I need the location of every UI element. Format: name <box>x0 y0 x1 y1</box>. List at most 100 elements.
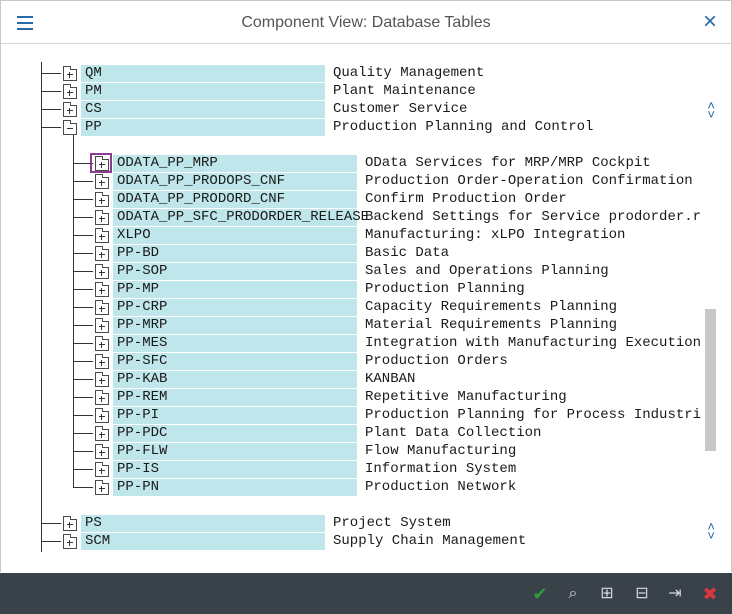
expand-folder-icon[interactable] <box>63 84 77 99</box>
node-description: Supply Chain Management <box>333 533 527 549</box>
node-description: Confirm Production Order <box>365 191 567 207</box>
tree-line <box>73 163 93 164</box>
tree-line <box>41 91 61 92</box>
node-description: Quality Management <box>333 65 485 81</box>
expand-folder-icon[interactable] <box>95 174 109 189</box>
node-key: PP-FLW <box>113 443 357 460</box>
collapse-folder-icon[interactable] <box>63 120 77 135</box>
vertical-scrollbar-thumb[interactable] <box>705 309 716 451</box>
hamburger-icon-line <box>17 22 33 24</box>
tree-line <box>73 235 93 236</box>
node-description: Plant Maintenance <box>333 83 476 99</box>
node-description: Flow Manufacturing <box>365 443 517 459</box>
insert-button[interactable]: ⇥ <box>665 584 685 604</box>
find-button[interactable]: ⌕ <box>563 584 583 604</box>
expand-folder-icon[interactable] <box>95 372 109 387</box>
expand-folder-icon[interactable] <box>95 444 109 459</box>
scroll-up-button[interactable]: ˄˅ <box>707 98 715 122</box>
expand-folder-icon[interactable] <box>95 462 109 477</box>
node-description: Manufacturing: xLPO Integration <box>365 227 626 243</box>
tree-node[interactable]: QM Quality Management <box>1 65 701 82</box>
expand-folder-icon[interactable] <box>95 264 109 279</box>
tree-line <box>73 253 93 254</box>
tree-line <box>73 379 93 380</box>
expand-folder-icon[interactable] <box>95 228 109 243</box>
expand-folder-icon[interactable] <box>95 426 109 441</box>
node-description: Plant Data Collection <box>365 425 542 441</box>
expand-folder-icon[interactable] <box>95 210 109 225</box>
expand-folder-icon[interactable] <box>63 516 77 531</box>
expand-folder-icon[interactable] <box>63 66 77 81</box>
node-key: PS <box>81 515 325 532</box>
node-key: PP <box>81 119 325 136</box>
check-icon: ✔ <box>532 584 548 604</box>
expand-folder-icon[interactable] <box>95 390 109 405</box>
window-title: Component View: Database Tables <box>241 14 491 31</box>
tree-node[interactable]: PP-FLW Flow Manufacturing <box>1 443 701 460</box>
node-description: Production Order-Operation Confirmation <box>365 173 693 189</box>
expand-subtree-button[interactable]: ⊞ <box>597 584 617 604</box>
cancel-button[interactable]: ✖ <box>700 584 720 604</box>
tree-line <box>73 433 93 434</box>
expand-folder-icon[interactable] <box>95 480 109 495</box>
expand-folder-icon[interactable] <box>95 300 109 315</box>
node-key: SCM <box>81 533 325 550</box>
tree-line <box>41 109 61 110</box>
chevrons-down-icon: ˄˅ <box>707 519 715 543</box>
chevrons-up-icon: ˄˅ <box>707 98 715 122</box>
selection-highlight <box>90 153 112 173</box>
node-description: OData Services for MRP/MRP Cockpit <box>365 155 651 171</box>
close-button[interactable]: × <box>697 9 723 35</box>
tree-node[interactable]: PS Project System <box>1 515 701 532</box>
cancel-icon: ✖ <box>702 584 718 604</box>
node-description: Integration with Manufacturing Execution… <box>365 335 701 351</box>
tree-node[interactable]: SCM Supply Chain Management <box>1 533 701 550</box>
expand-folder-icon[interactable] <box>95 354 109 369</box>
node-description: Production Planning <box>365 281 525 297</box>
expand-folder-icon[interactable] <box>63 102 77 117</box>
scroll-down-button[interactable]: ˄˅ <box>707 519 715 543</box>
expand-folder-icon[interactable] <box>95 318 109 333</box>
node-key: CS <box>81 101 325 118</box>
menu-button[interactable] <box>11 12 39 34</box>
expand-folder-icon[interactable] <box>95 408 109 423</box>
expand-folder-icon[interactable] <box>95 192 109 207</box>
confirm-button[interactable]: ✔ <box>530 584 550 604</box>
expand-folder-icon[interactable] <box>95 336 109 351</box>
node-description: KANBAN <box>365 371 416 387</box>
expand-folder-icon[interactable] <box>95 282 109 297</box>
node-key: PP-BD <box>113 245 357 262</box>
expand-folder-icon[interactable] <box>95 246 109 261</box>
node-description: Sales and Operations Planning <box>365 263 609 279</box>
expand-folder-icon[interactable] <box>63 534 77 549</box>
node-description: Repetitive Manufacturing <box>365 389 567 405</box>
collapse-subtree-button[interactable]: ⊟ <box>632 584 652 604</box>
expand-folder-icon[interactable] <box>95 156 109 171</box>
footer-toolbar: ✔ ⌕ ⊞ ⊟ ⇥ ✖ <box>0 573 732 614</box>
expand-subtree-icon: ⊞ <box>600 585 614 602</box>
node-key: QM <box>81 65 325 82</box>
node-description: Project System <box>333 515 451 531</box>
